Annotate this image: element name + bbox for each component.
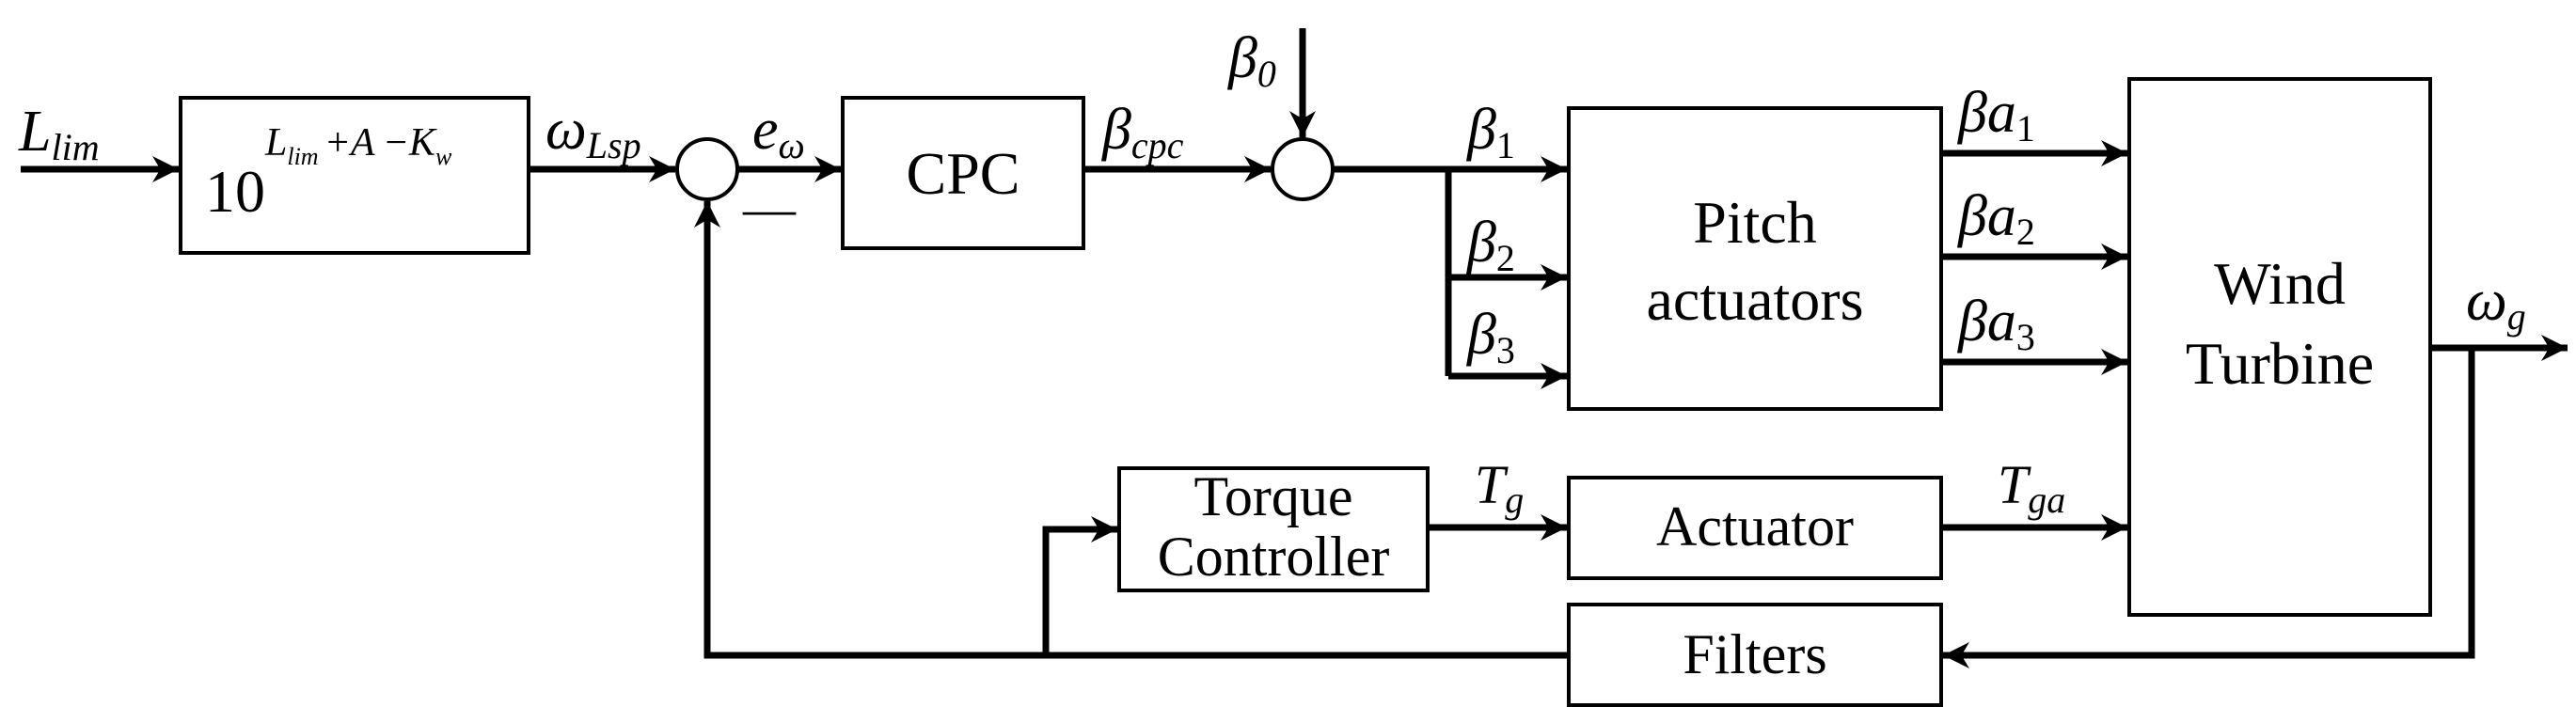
filters-label: Filters xyxy=(1683,623,1826,685)
tg-signal-label: Tg xyxy=(1475,454,1524,521)
pitch-summing-junction xyxy=(1271,137,1335,201)
pitch-bus-wire xyxy=(1333,165,1452,376)
pitch-label-line2: actuators xyxy=(1647,266,1864,333)
torque-label-line2: Controller xyxy=(1158,526,1390,588)
torque-feedback-wire xyxy=(1042,516,1117,655)
setpoint-signal-label: ωLsp xyxy=(545,98,641,166)
error-signal-label: eω xyxy=(752,98,805,166)
beta2-signal-label: β2 xyxy=(1466,211,1515,279)
beta1-signal-label: β1 xyxy=(1466,98,1515,166)
beta3-signal-label: β3 xyxy=(1466,303,1515,371)
actuator-label: Actuator xyxy=(1656,495,1854,558)
feedback-return-wire xyxy=(694,201,1569,659)
cpc-label: CPC xyxy=(907,140,1020,207)
gain-block xyxy=(179,96,530,255)
minus-sign: — xyxy=(742,180,797,238)
actuator-block xyxy=(1567,476,1943,580)
input-signal-label: Llim xyxy=(18,100,100,168)
turbine-label-line1: Wind xyxy=(2214,250,2346,317)
wind-turbine-block xyxy=(2127,77,2432,617)
omega-g-signal-label: ωg xyxy=(2466,269,2526,338)
feedback-tap-wire xyxy=(1943,348,2475,668)
pitch-actuators-block xyxy=(1567,106,1943,411)
turbine-label-line2: Turbine xyxy=(2186,330,2374,397)
pitch-label-line1: Pitch xyxy=(1693,189,1817,256)
tga-signal-label: Tga xyxy=(1998,454,2065,521)
beta-a3-signal-label: βa3 xyxy=(1957,290,2035,358)
beta-a2-signal-label: βa2 xyxy=(1957,184,2035,253)
cpc-block xyxy=(841,96,1085,250)
gain-expression: 10Llim+A−Kw xyxy=(205,121,452,225)
torque-label-line1: Torque xyxy=(1193,465,1352,527)
beta0-signal-label: β0 xyxy=(1227,26,1276,95)
beta-a1-signal-label: βa1 xyxy=(1957,81,2035,149)
beta-cpc-signal-label: βcpc xyxy=(1101,98,1184,166)
error-summing-junction xyxy=(675,137,739,201)
